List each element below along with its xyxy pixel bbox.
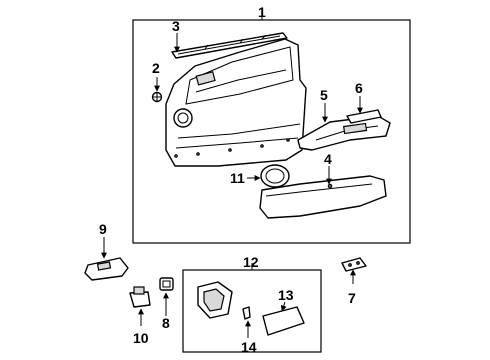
callout-6: 6 <box>355 80 363 96</box>
callout-9: 9 <box>99 221 107 237</box>
inside-handle-bezel <box>197 281 233 319</box>
callout-3: 3 <box>172 18 180 34</box>
door-trim-panel <box>165 38 307 167</box>
lower-armrest-pocket <box>259 175 387 219</box>
bezel-clip <box>242 306 251 320</box>
speaker-grille <box>260 164 290 188</box>
armrest-pad <box>297 115 391 151</box>
callout-2: 2 <box>152 60 160 76</box>
cover-plate <box>262 306 305 336</box>
callout-13: 13 <box>278 287 294 303</box>
callout-14: 14 <box>241 339 257 355</box>
power-window-switch <box>84 257 129 281</box>
clip-plate <box>341 257 367 272</box>
mirror-switch <box>159 277 174 291</box>
callout-8: 8 <box>162 315 170 331</box>
clip-fastener <box>151 91 163 103</box>
door-trim-assembly-frame <box>132 19 411 244</box>
door-lock-switch <box>129 286 151 308</box>
upper-moulding-strip <box>171 32 288 59</box>
callout-5: 5 <box>320 87 328 103</box>
switch-bezel <box>346 109 382 124</box>
callout-12: 12 <box>243 254 259 270</box>
callout-7: 7 <box>348 290 356 306</box>
callout-11: 11 <box>230 170 245 186</box>
callout-10: 10 <box>133 330 149 346</box>
callout-1: 1 <box>258 4 266 20</box>
callout-4: 4 <box>324 151 332 167</box>
